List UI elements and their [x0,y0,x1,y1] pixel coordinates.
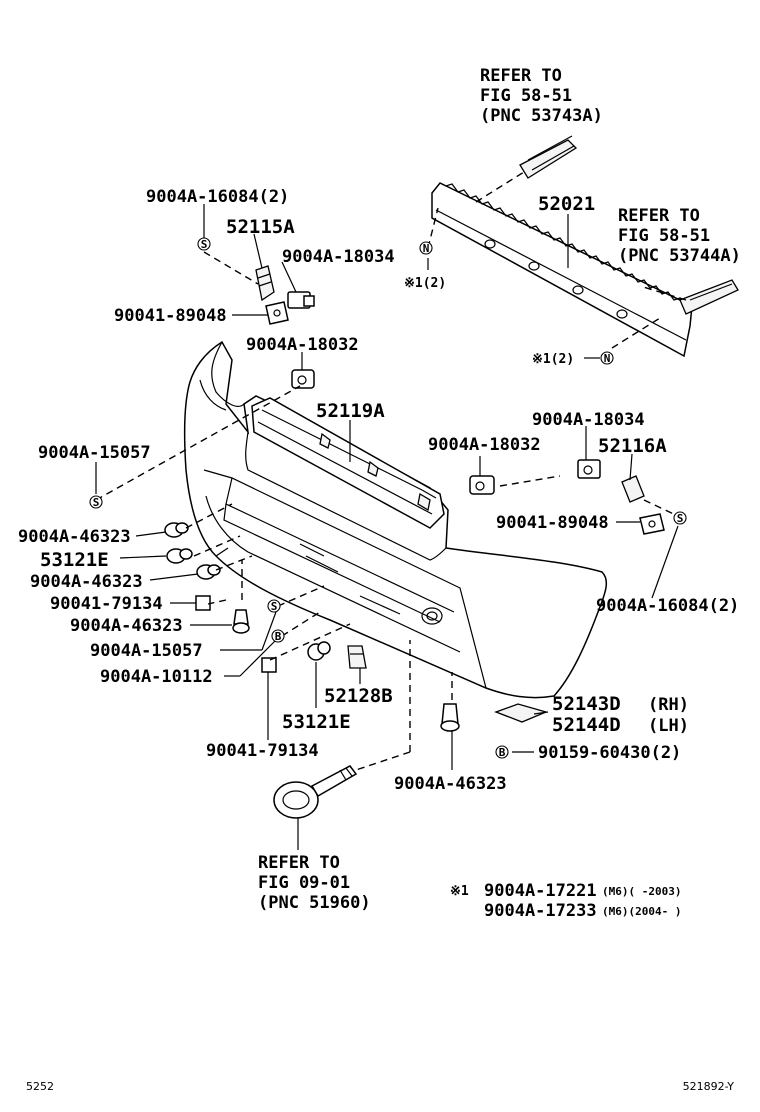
label-9004A-16084-top: 9004A-16084(2) [146,187,289,207]
nut-90041-89048-left [265,301,289,325]
label-53121E-bottom: 53121E [282,711,351,733]
svg-text:N: N [423,242,430,255]
label-9004A-15057-left: 9004A-15057 [38,443,151,463]
clip-9004A-18032-mid [469,475,495,495]
towing-eye [273,765,358,819]
ref-bottom-line1: REFER TO [258,853,340,873]
leader-lines [95,204,679,850]
ref-top-line3: (PNC 53743A) [480,106,603,126]
footnote-line2-spec: (M6)(2004- ) [602,905,681,918]
label-9004A-18032-mid: 9004A-18032 [428,435,541,455]
symbol-s-left: S [89,495,103,509]
footer-right-code: 521892-Y [683,1080,735,1093]
label-90159-60430: 90159-60430(2) [538,743,681,763]
bracket-52115A [255,265,275,302]
label-9004A-18032-top: 9004A-18032 [246,335,359,355]
label-52128B: 52128B [324,685,393,707]
symbol-b-bottom: B [495,745,509,759]
assembly-lines [95,171,687,771]
svg-text:N: N [604,352,611,365]
clip-9004A-18034-top [287,291,315,309]
ref-bottom-line3: (PNC 51960) [258,893,371,913]
label-52119A: 52119A [316,400,385,422]
label-53121E-left: 53121E [40,549,109,571]
symbol-s-mid: S [267,599,281,613]
footer-left-code: 5252 [26,1080,54,1093]
label-52021: 52021 [538,193,595,215]
nut-90041-79134-left [195,595,211,611]
footnote-line2-part: 9004A-17233 [484,901,597,921]
reinforcement-bar-52021 [431,182,693,358]
symbol-s-right: S [673,511,687,525]
label-9004A-18034-right: 9004A-18034 [532,410,645,430]
ref-right-line1: REFER TO [618,206,700,226]
clip-9004A-46323-a [164,522,189,538]
svg-text:S: S [93,496,100,509]
bracket-right-ref [679,279,739,315]
label-90041-89048-left: 90041-89048 [114,306,227,326]
ref-top-line1: REFER TO [480,66,562,86]
label-52115A: 52115A [226,216,295,238]
clip-53121E-left [166,548,193,564]
footnote-line1-spec: (M6)( -2003) [602,885,681,898]
symbol-s-top: S [197,237,211,251]
label-90041-79134-bottom: 90041-79134 [206,741,319,761]
svg-text:B: B [275,630,282,643]
bracket-52116A [621,475,645,503]
clip-9004A-46323-b [196,564,221,580]
symbol-n-top: N [419,241,433,255]
label-note-bottom: ※1(2) [532,352,574,367]
ref-top-line2: FIG 58-51 [480,86,572,106]
clip-9004A-18032-top [291,369,315,389]
label-52143D: 52143D [552,693,621,715]
symbol-b-mid: B [271,629,285,643]
label-9004A-46323-bottom: 9004A-46323 [394,774,507,794]
svg-text:S: S [271,600,278,613]
ref-right-line2: FIG 58-51 [618,226,710,246]
label-90041-89048-right: 90041-89048 [496,513,609,533]
label-52144D-side: (LH) [648,716,689,736]
label-9004A-18034-top: 9004A-18034 [282,247,395,267]
svg-text:B: B [499,746,506,759]
svg-text:S: S [677,512,684,525]
label-9004A-46323-b: 9004A-46323 [30,572,143,592]
bracket-52128B [347,645,367,669]
clip-9004A-46323-bottom [440,703,460,732]
svg-text:S: S [201,238,208,251]
label-9004A-46323-a: 9004A-46323 [18,527,131,547]
footnote-mark: ※1 [450,884,469,899]
label-52116A: 52116A [598,435,667,457]
bracket-upper-ref [519,135,578,179]
label-note-top: ※1(2) [404,276,446,291]
label-52143D-side: (RH) [648,695,689,715]
label-9004A-10112: 9004A-10112 [100,667,213,687]
label-9004A-46323-c: 9004A-46323 [70,616,183,636]
label-9004A-15057-mid: 9004A-15057 [90,641,203,661]
label-9004A-16084-right: 9004A-16084(2) [596,596,739,616]
ref-bottom-line2: FIG 09-01 [258,873,350,893]
clip-9004A-46323-c [232,609,250,634]
label-90041-79134-left: 90041-79134 [50,594,163,614]
ref-right-line3: (PNC 53744A) [618,246,741,266]
symbol-n-bottom: N [600,351,614,365]
footnote-line1-part: 9004A-17221 [484,881,597,901]
label-52144D: 52144D [552,714,621,736]
nut-90041-89048-right [639,513,665,535]
nut-90041-79134-bottom [261,657,277,673]
clip-53121E-bottom [307,641,331,661]
clip-9004A-18034-right [577,459,601,479]
